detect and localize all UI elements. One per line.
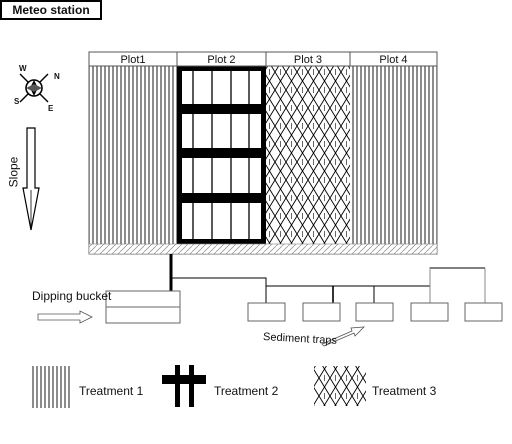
legend-treatment-2-label: Treatment 2 <box>214 384 279 398</box>
sediment-trap-4 <box>410 302 449 322</box>
sediment-trap-3 <box>355 302 394 322</box>
compass-s-label: S <box>14 97 20 106</box>
legend-treatment-3-label: Treatment 3 <box>372 384 437 398</box>
sediment-traps <box>247 302 503 322</box>
compass-e-label: E <box>48 104 54 113</box>
slope-label: Slope <box>6 156 21 188</box>
plot-3-label: Plot 3 <box>293 54 323 66</box>
sediment-trap-5 <box>464 302 503 322</box>
slope-arrow-icon <box>22 127 40 231</box>
dipping-bucket-label: Dipping bucket <box>32 289 112 303</box>
collector-strip <box>88 243 438 255</box>
legend-treatment-1-label: Treatment 1 <box>79 384 144 398</box>
compass-w-label: W <box>19 64 27 73</box>
dipping-bucket <box>105 290 181 324</box>
compass-icon <box>19 73 49 103</box>
legend-treatment-3-icon <box>314 366 366 406</box>
plot-2-label: Plot 2 <box>207 54 236 66</box>
plot-2-area <box>177 66 266 244</box>
meteo-station-box: Meteo station <box>0 0 102 20</box>
sediment-trap-1 <box>247 302 286 322</box>
sediment-trap-2 <box>302 302 341 322</box>
plot-4-area <box>350 66 437 244</box>
plot-4-label: Plot 4 <box>379 54 408 66</box>
bucket-arrow-icon <box>37 310 93 324</box>
plot-3-area <box>266 66 350 244</box>
compass-n-label: N <box>54 72 60 81</box>
meteo-station-label: Meteo station <box>12 3 90 17</box>
plot-1-area <box>89 66 177 244</box>
legend-treatment-1-icon <box>32 366 72 408</box>
sediment-arrow-icon <box>321 326 366 347</box>
sediment-trap-network <box>171 267 486 303</box>
legend-treatment-2-icon <box>162 365 206 407</box>
plot-1-label: Plot1 <box>120 54 146 66</box>
